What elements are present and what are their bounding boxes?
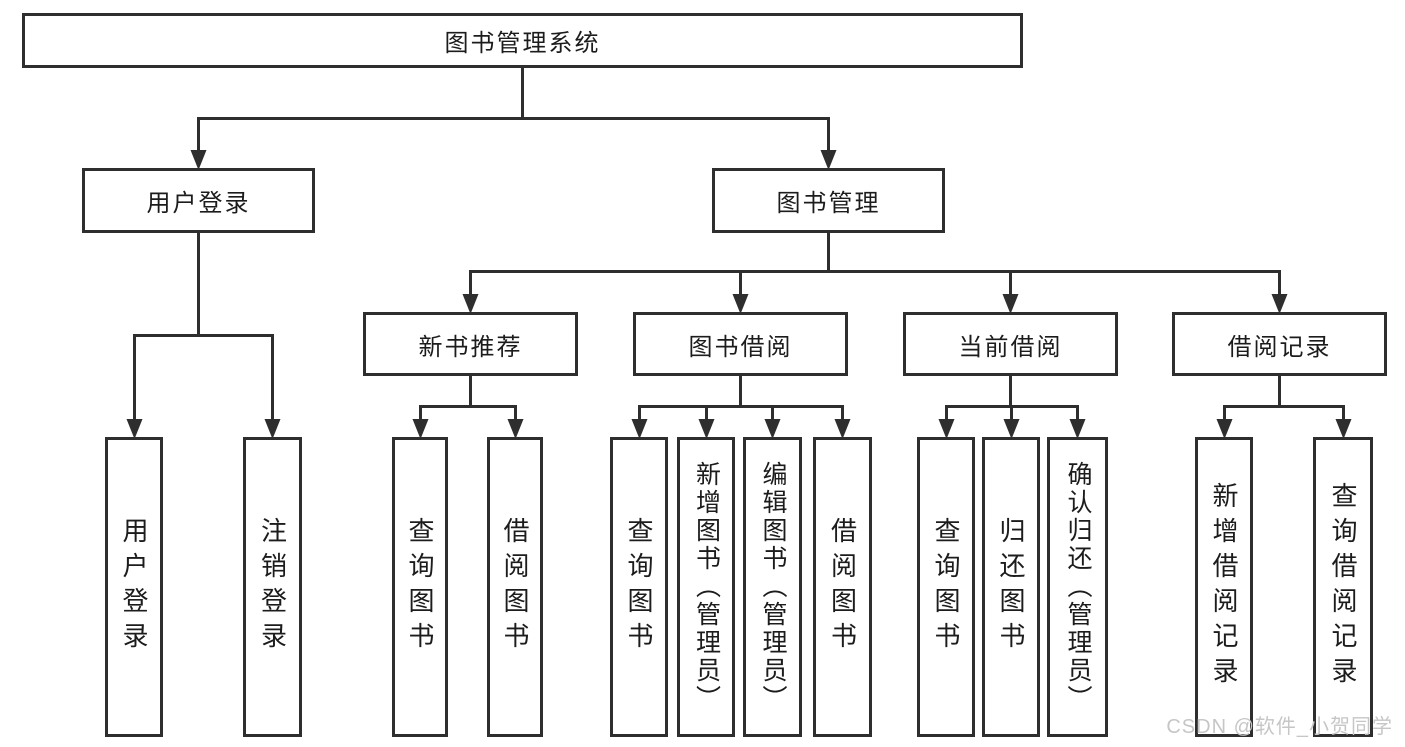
leaf-label: 归还图书: [996, 517, 1026, 657]
node-user-login: 用户登录: [82, 168, 315, 233]
leaf-label: 用户登录: [119, 517, 149, 657]
node-borrow-records: 借阅记录: [1172, 312, 1387, 376]
leaf-edit-book-admin: 编辑图书（管理员）: [743, 437, 802, 737]
node-label: 图书借阅: [688, 333, 793, 361]
node-label: 用户登录: [146, 190, 251, 217]
leaf-borrow-books-recommend: 借阅图书: [487, 437, 543, 737]
leaf-confirm-return-admin: 确认归还（管理员）: [1047, 437, 1108, 737]
leaf-label: 注销登录: [257, 517, 288, 657]
node-book-borrow: 图书借阅: [633, 312, 848, 376]
leaf-label: 查询图书: [624, 517, 654, 657]
leaf-return-book: 归还图书: [982, 437, 1040, 737]
node-label: 新书推荐: [418, 333, 523, 361]
node-book-management: 图书管理: [712, 168, 945, 233]
node-label: 借阅记录: [1227, 333, 1332, 361]
leaf-query-books-recommend: 查询图书: [392, 437, 448, 737]
leaf-user-login: 用户登录: [105, 437, 163, 737]
leaf-label: 借阅图书: [500, 517, 530, 657]
node-new-book-recommend: 新书推荐: [363, 312, 578, 376]
leaf-label: 借阅图书: [827, 517, 858, 657]
node-label: 图书管理: [776, 190, 881, 217]
node-label: 图书管理系统: [444, 30, 601, 57]
csdn-watermark: CSDN @软件_小贺同学: [1166, 716, 1393, 738]
leaf-label: 编辑图书（管理员）: [759, 461, 787, 713]
node-label: 当前借阅: [958, 333, 1063, 361]
leaf-label: 查询借阅记录: [1328, 482, 1358, 692]
leaf-query-borrow-record: 查询借阅记录: [1313, 437, 1373, 737]
node-current-borrow: 当前借阅: [903, 312, 1118, 376]
leaf-label: 查询图书: [931, 517, 961, 657]
leaf-label: 查询图书: [405, 517, 435, 657]
leaf-borrow-books-borrow: 借阅图书: [813, 437, 872, 737]
leaf-add-borrow-record: 新增借阅记录: [1195, 437, 1253, 737]
leaf-query-books-current: 查询图书: [917, 437, 975, 737]
leaf-label: 新增图书（管理员）: [692, 461, 721, 713]
leaf-label: 新增借阅记录: [1209, 482, 1239, 692]
leaf-label: 确认归还（管理员）: [1064, 461, 1092, 713]
leaf-logout: 注销登录: [243, 437, 302, 737]
leaf-query-books-borrow: 查询图书: [610, 437, 668, 737]
node-library-system: 图书管理系统: [22, 13, 1023, 68]
leaf-add-book-admin: 新增图书（管理员）: [677, 437, 735, 737]
